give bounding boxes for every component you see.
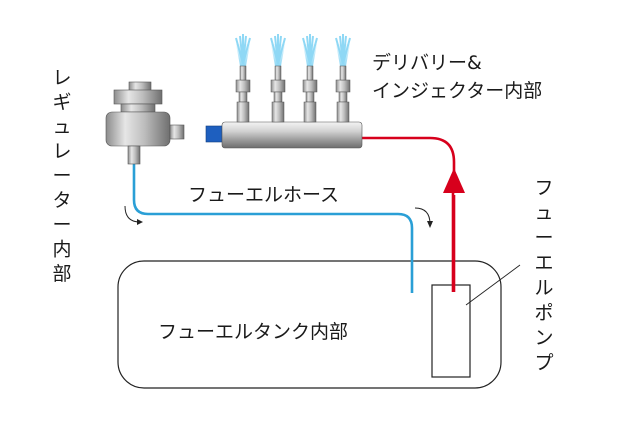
injector-2 [270,34,286,123]
supply-line-top [362,136,456,190]
pump-label-char: ル [534,277,553,299]
pump-label-char: ポ [534,302,553,324]
pump-leader-line [465,264,521,306]
supply-line [451,190,456,292]
regulator-label-char: レ [52,67,71,89]
flow-arrow-up [443,168,465,193]
return-line [132,162,414,293]
pump-label-char: フ [534,177,553,199]
pump-label-char: エ [534,252,553,274]
regulator-label-char: 部 [52,263,71,285]
pump-label-char: ン [534,327,553,349]
regulator-label-char: ュ [52,116,71,138]
injector-4 [335,34,351,123]
flow-arrow-small-right-head [427,221,433,228]
fuel-tank [117,260,502,389]
pump-label-char: プ [534,352,553,374]
pump-label-char: ー [534,227,553,249]
regulator-label-char: ー [52,214,71,236]
connector [205,125,223,143]
delivery-label-line1: デリバリー& [372,52,482,74]
injector-1 [235,34,251,123]
regulator-label-char: 内 [52,239,71,261]
regulator-label-char: ー [52,165,71,187]
delivery-label-line2: インジェクター内部 [372,80,542,102]
fuel-pump [431,284,471,378]
regulator-label-char: タ [52,190,71,212]
regulator-label-char: レ [52,141,71,163]
pressure-regulator [105,81,185,165]
fuel-hose-label: フューエルホース [188,184,339,206]
delivery-pipe [205,121,363,149]
regulator-label-char: ギ [52,92,71,114]
flow-arrow-small-left-head [137,219,143,225]
injector-3 [302,34,318,123]
pump-label-char: ュ [534,202,553,224]
tank-label: フューエルタンク内部 [158,321,348,343]
